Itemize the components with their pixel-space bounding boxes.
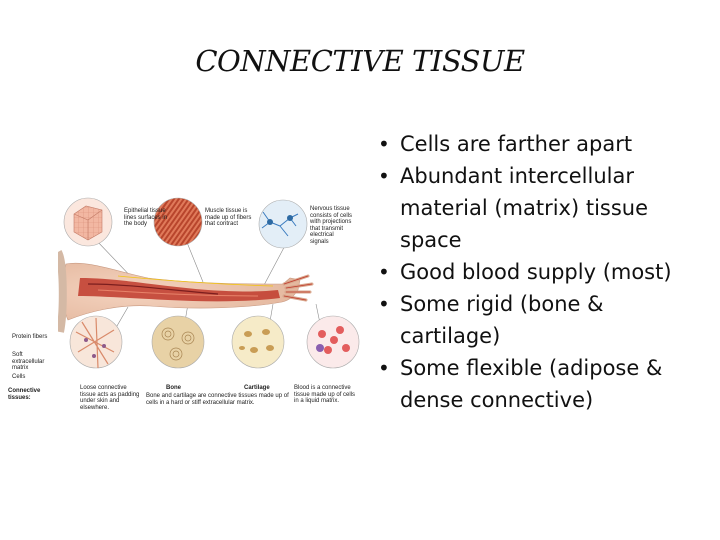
bullet-item: Cells are farther apart (376, 128, 676, 160)
cartilage-label: Cartilage (244, 385, 270, 391)
loose-connective-label: Loose connective tissue acts as padding … (80, 385, 140, 411)
nervous-label: Nervous tissue consists of cells with pr… (310, 206, 353, 245)
epithelial-tissue-image (63, 197, 113, 247)
tissue-illustration: Epithelial tissue lines surfaces in the … (8, 192, 363, 412)
tissue-diagram-svg (54, 197, 360, 369)
bullet-item: Some rigid (bone & cartilage) (376, 288, 676, 352)
muscle-tissue-image (153, 197, 203, 247)
arm-illustration (54, 249, 314, 333)
muscle-label: Muscle tissue is made up of fibers that … (205, 208, 252, 228)
bone-label: Bone (166, 385, 181, 391)
epithelial-label: Epithelial tissue lines surfaces in the … (124, 208, 168, 228)
slide-title: CONNECTIVE TISSUE (195, 44, 525, 78)
cartilage-tissue-image (231, 315, 285, 369)
bullet-item: Abundant intercellular material (matrix)… (376, 160, 676, 256)
bone-tissue-image (151, 315, 205, 369)
connective-tissues-label: Connective tissues: (8, 388, 41, 401)
soft-matrix-label: Soft extracellular matrix (12, 352, 45, 372)
nervous-tissue-image (258, 199, 308, 249)
blood-label: Blood is a connective tissue made up of … (294, 385, 356, 405)
protein-fibers-label: Protein fibers (12, 334, 48, 340)
loose-connective-tissue-image (69, 315, 123, 369)
bullet-list: Cells are farther apart Abundant interce… (376, 128, 676, 416)
blood-tissue-image (306, 315, 360, 369)
cells-label: Cells (12, 374, 26, 380)
bone-cartilage-caption: Bone and cartilage are connective tissue… (146, 393, 289, 406)
bullet-item: Some flexible (adipose & dense connectiv… (376, 352, 676, 416)
bullet-item: Good blood supply (most) (376, 256, 676, 288)
